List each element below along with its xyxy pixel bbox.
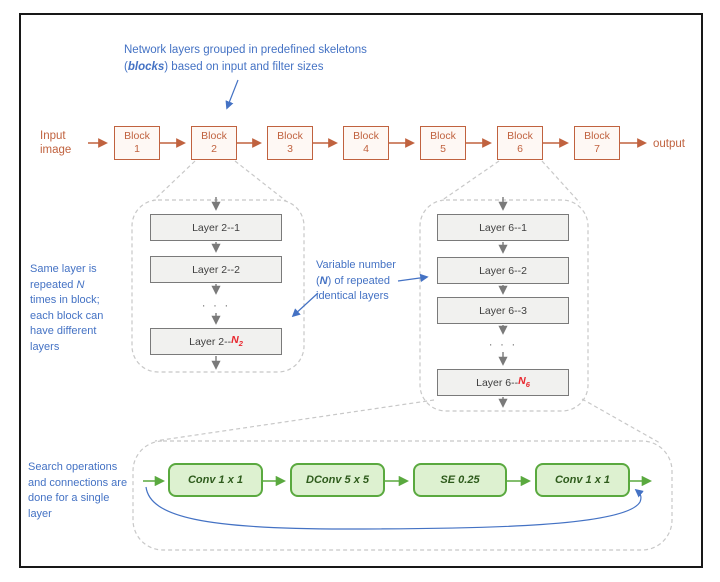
layer-6-N-symbol: N6 xyxy=(518,375,530,390)
annotation-left-N: N xyxy=(76,278,85,291)
layer-2-1: Layer 2--1 xyxy=(150,214,282,241)
layer-6-N: Layer 6--N6 xyxy=(437,369,569,396)
middle-note-arrow-left xyxy=(291,292,319,318)
layer-expansion-container xyxy=(132,440,673,551)
layer-2-N-symbol: N2 xyxy=(231,334,243,349)
dashed-containers xyxy=(131,160,673,551)
layer-2-N: Layer 2--N2 xyxy=(150,328,282,355)
op-conv1x1-b: Conv 1 x 1 xyxy=(535,463,630,497)
block2-ellipsis: · · · xyxy=(201,298,231,312)
middle-note-arrow-right xyxy=(397,273,429,283)
layer-6-2: Layer 6--2 xyxy=(437,257,569,284)
top-note-arrow xyxy=(225,79,239,110)
layer-2-2: Layer 2--2 xyxy=(150,256,282,283)
input-label: Input image xyxy=(40,130,72,156)
annotation-left: Same layer is repeated N times in block;… xyxy=(30,263,104,353)
op-se025: SE 0.25 xyxy=(413,463,507,497)
block6-expansion-container xyxy=(419,199,589,412)
block6-ellipsis: · · · xyxy=(488,337,518,351)
outer-border xyxy=(19,13,703,568)
block2-expansion-container xyxy=(131,199,305,373)
annotation-top-bold: blocks xyxy=(127,61,165,73)
skip-connection-curve xyxy=(145,486,644,530)
annotation-bottom-left: Search operations and connections are do… xyxy=(28,461,128,520)
output-label: output xyxy=(653,138,685,150)
annotation-middle: Variable number (N) of repeated identica… xyxy=(316,259,396,302)
op-dconv5x5: DConv 5 x 5 xyxy=(290,463,385,497)
layer-6-3: Layer 6--3 xyxy=(437,297,569,324)
annotation-middle-N: N xyxy=(319,274,328,287)
layer-6-1: Layer 6--1 xyxy=(437,214,569,241)
annotation-top-line1: Network layers grouped in predefined ske… xyxy=(124,44,367,56)
op-conv1x1-a: Conv 1 x 1 xyxy=(168,463,263,497)
annotation-top: Network layers grouped in predefined ske… xyxy=(124,44,367,73)
